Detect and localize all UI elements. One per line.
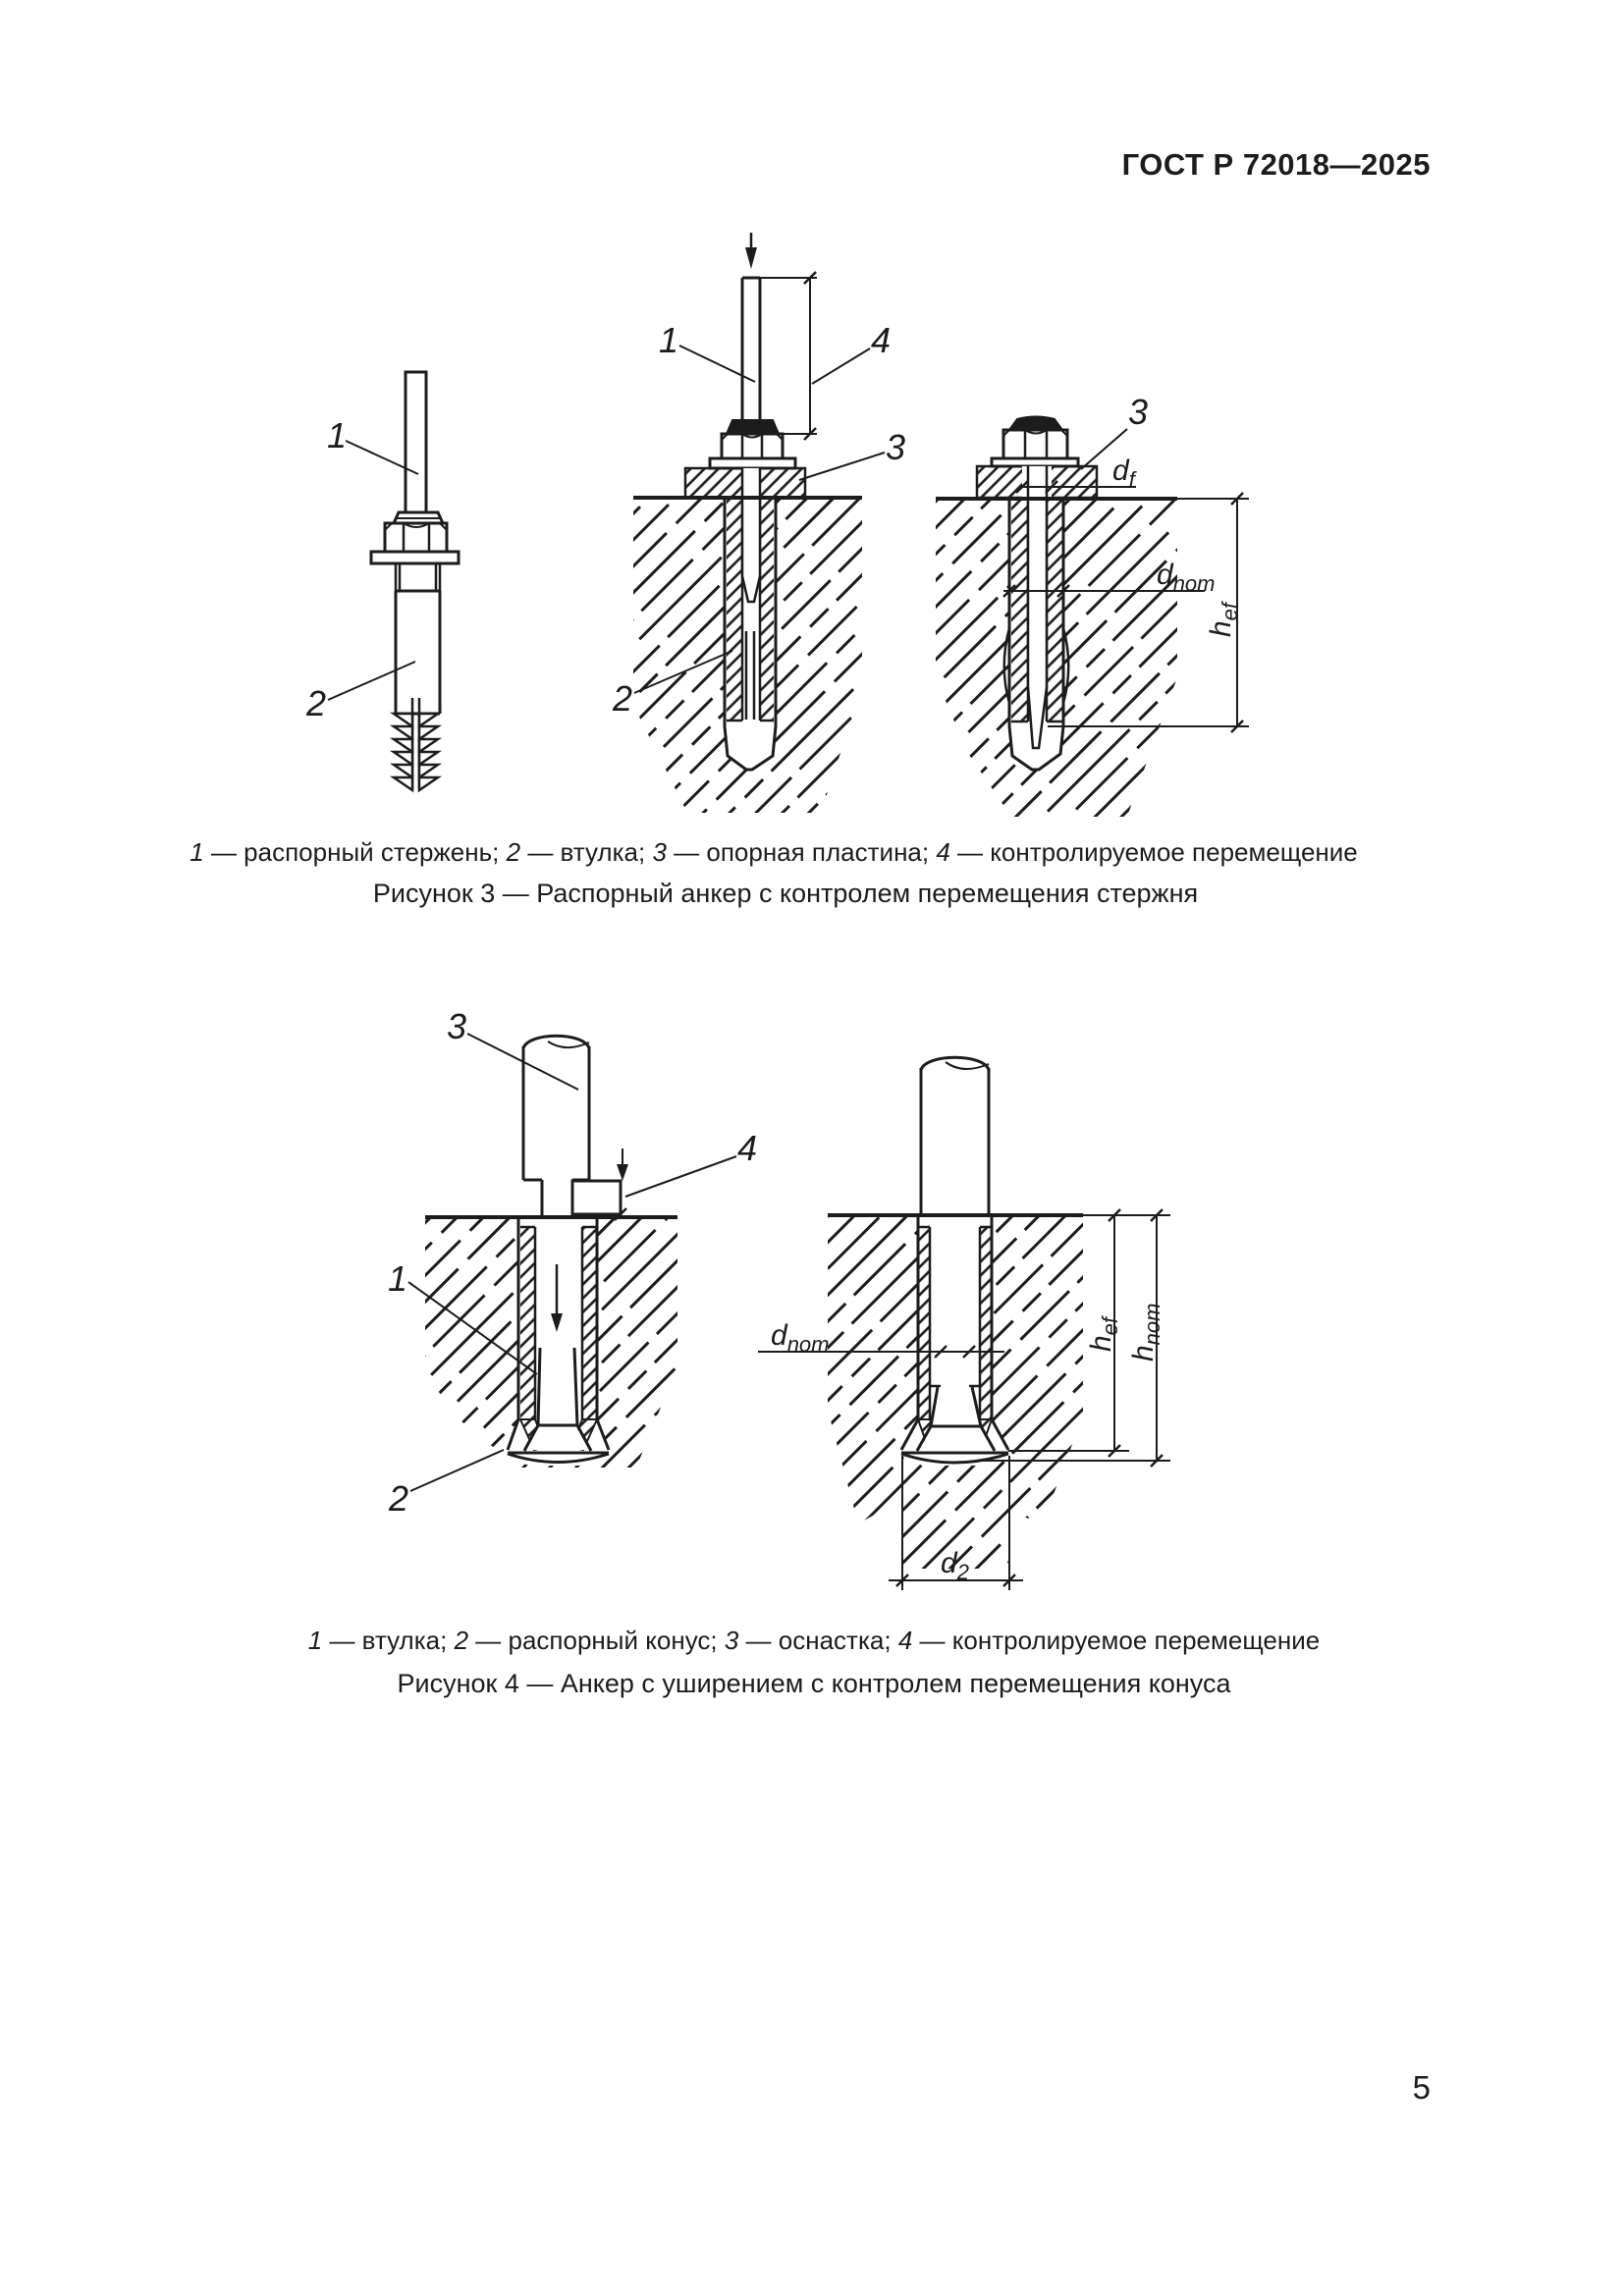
page-number: 5 bbox=[1412, 2069, 1431, 2106]
fig3-anchor-installed-drawing: 3 df dnom hef bbox=[936, 392, 1249, 817]
callout-2-sleeve: 2 bbox=[612, 678, 632, 719]
figure4-caption: 1 — втулка; 2 — распорный конус; 3 — осн… bbox=[307, 1626, 1321, 1655]
fig3-anchor-setting-drawing: 1 4 2 3 bbox=[612, 233, 905, 813]
dim-label-dnom: dnom bbox=[771, 1319, 829, 1357]
fig3-anchor-alone-drawing: 1 2 bbox=[305, 370, 460, 793]
callout-2-cone: 2 bbox=[388, 1478, 408, 1519]
document-code-header: ГОСТ Р 72018—2025 bbox=[1121, 147, 1431, 182]
callout-3-tool: 3 bbox=[447, 1006, 466, 1046]
dim-label-dnom: dnom bbox=[1157, 559, 1215, 596]
dim-label-df: df bbox=[1112, 454, 1138, 492]
dim-label-hef: hef bbox=[1205, 600, 1242, 637]
figure3-title: Рисунок 3 — Распорный анкер с контролем … bbox=[372, 879, 1199, 908]
dim-label-hnom: hnom bbox=[1127, 1304, 1164, 1362]
fig4-anchor-installed-drawing: dnom hef hnom d2 bbox=[758, 1055, 1170, 1590]
callout-1-rod: 1 bbox=[659, 320, 678, 360]
fig4-anchor-setting-drawing: 3 4 1 2 bbox=[388, 1006, 757, 1519]
callout-4-displacement: 4 bbox=[737, 1128, 757, 1168]
figure4-title: Рисунок 4 — Анкер с уширением с контроле… bbox=[397, 1669, 1231, 1698]
callout-1-rod: 1 bbox=[327, 415, 347, 455]
callout-2-sleeve: 2 bbox=[305, 683, 326, 723]
callout-3-plate: 3 bbox=[1128, 392, 1148, 432]
callout-3-plate: 3 bbox=[886, 427, 905, 467]
callout-1-sleeve: 1 bbox=[388, 1258, 407, 1299]
callout-4-displacement: 4 bbox=[871, 320, 891, 360]
dim-label-d2: d2 bbox=[941, 1547, 969, 1584]
figure3-caption: 1 — распорный стержень; 2 — втулка; 3 — … bbox=[189, 837, 1358, 867]
dim-label-hef: hef bbox=[1085, 1314, 1122, 1352]
